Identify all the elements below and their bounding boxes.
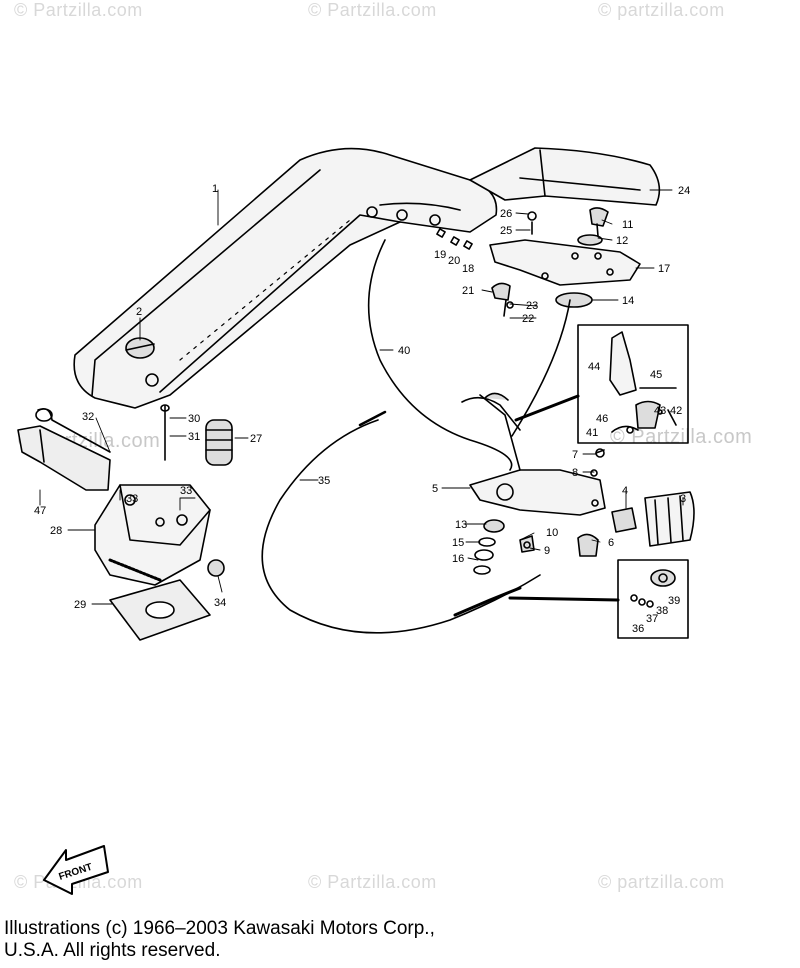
callout-37: 37 <box>646 613 658 625</box>
callout-4: 4 <box>622 485 628 497</box>
callout-20: 20 <box>448 255 460 267</box>
lever-bracket <box>461 392 606 516</box>
callout-47: 47 <box>34 505 46 517</box>
hinge-block <box>94 484 211 586</box>
callout-6: 6 <box>608 537 614 549</box>
callout-40: 40 <box>398 345 410 357</box>
watermark: © partzilla.com <box>598 0 725 20</box>
inset-parts-2 <box>630 569 676 608</box>
callout-33-right: 33 <box>180 485 192 497</box>
throttle-grip <box>611 491 695 547</box>
detail-inset <box>577 324 689 444</box>
callout-32: 32 <box>82 411 94 423</box>
copyright-line-1: Illustrations (c) 1966–2003 Kawasaki Mot… <box>4 918 435 939</box>
cable <box>367 239 513 471</box>
callout-39: 39 <box>668 595 680 607</box>
callout-34: 34 <box>214 597 226 609</box>
knob-and-washer <box>589 207 609 237</box>
callout-22: 22 <box>522 313 534 325</box>
callout-17: 17 <box>658 263 670 275</box>
callout-21: 21 <box>462 285 474 297</box>
callout-26: 26 <box>500 208 512 220</box>
callout-43: 43 <box>654 405 666 417</box>
callout-25: 25 <box>500 225 512 237</box>
front-arrow-icon <box>43 845 109 895</box>
callout-23: 23 <box>526 300 538 312</box>
callout-1: 1 <box>212 183 218 195</box>
callout-31: 31 <box>188 431 200 443</box>
callout-12: 12 <box>616 235 628 247</box>
callout-3: 3 <box>680 493 686 505</box>
callout-41: 41 <box>586 427 598 439</box>
watermark: © Partzilla.com <box>308 0 437 20</box>
leader-lines <box>39 189 684 605</box>
pole-end-cap <box>469 147 661 206</box>
callout-35: 35 <box>318 475 330 487</box>
callout-24: 24 <box>678 185 690 197</box>
lower-cable <box>261 419 541 634</box>
callout-2: 2 <box>136 306 142 318</box>
washer-disk <box>555 292 593 308</box>
lever-guard <box>17 425 111 491</box>
callout-30: 30 <box>188 413 200 425</box>
callout-44: 44 <box>588 361 600 373</box>
callout-labels: 1 2 3 4 5 6 7 8 9 10 11 12 13 14 15 16 1… <box>34 183 690 635</box>
copyright-notice: Illustrations (c) 1966–2003 Kawasaki Mot… <box>4 918 435 962</box>
copyright-line-2: U.S.A. All rights reserved. <box>4 940 221 961</box>
rubber-bellows <box>205 419 233 466</box>
callout-18: 18 <box>462 263 474 275</box>
callout-7: 7 <box>572 449 578 461</box>
callout-36: 36 <box>632 623 644 635</box>
cable-rod <box>511 299 571 437</box>
callout-19: 19 <box>434 249 446 261</box>
callout-9: 9 <box>544 545 550 557</box>
callout-11: 11 <box>622 219 633 231</box>
callout-46: 46 <box>596 413 608 425</box>
inset-pointer <box>514 394 580 422</box>
base-plate <box>109 579 211 641</box>
watermark: © Partzilla.com <box>14 0 143 20</box>
mounting-plate <box>489 234 641 286</box>
callout-5: 5 <box>432 483 438 495</box>
callout-45: 45 <box>650 369 662 381</box>
watermark: © Partzilla.com <box>308 872 437 892</box>
callout-14: 14 <box>622 295 634 307</box>
callout-10: 10 <box>546 527 558 539</box>
handle-pole <box>73 147 498 409</box>
callout-38: 38 <box>656 605 668 617</box>
callout-33-left: 33 <box>126 493 138 505</box>
small-hardware <box>436 211 537 317</box>
cap <box>207 559 225 577</box>
callout-8: 8 <box>572 467 578 479</box>
bolt <box>35 407 111 453</box>
callout-13: 13 <box>455 519 467 531</box>
inset-parts <box>609 331 677 434</box>
callout-28: 28 <box>50 525 62 537</box>
callout-15: 15 <box>452 537 464 549</box>
watermark: © partzilla.com <box>598 872 725 892</box>
callout-29: 29 <box>74 599 86 611</box>
callout-16: 16 <box>452 553 464 565</box>
callout-27: 27 <box>250 433 262 445</box>
callout-42: 42 <box>670 405 682 417</box>
